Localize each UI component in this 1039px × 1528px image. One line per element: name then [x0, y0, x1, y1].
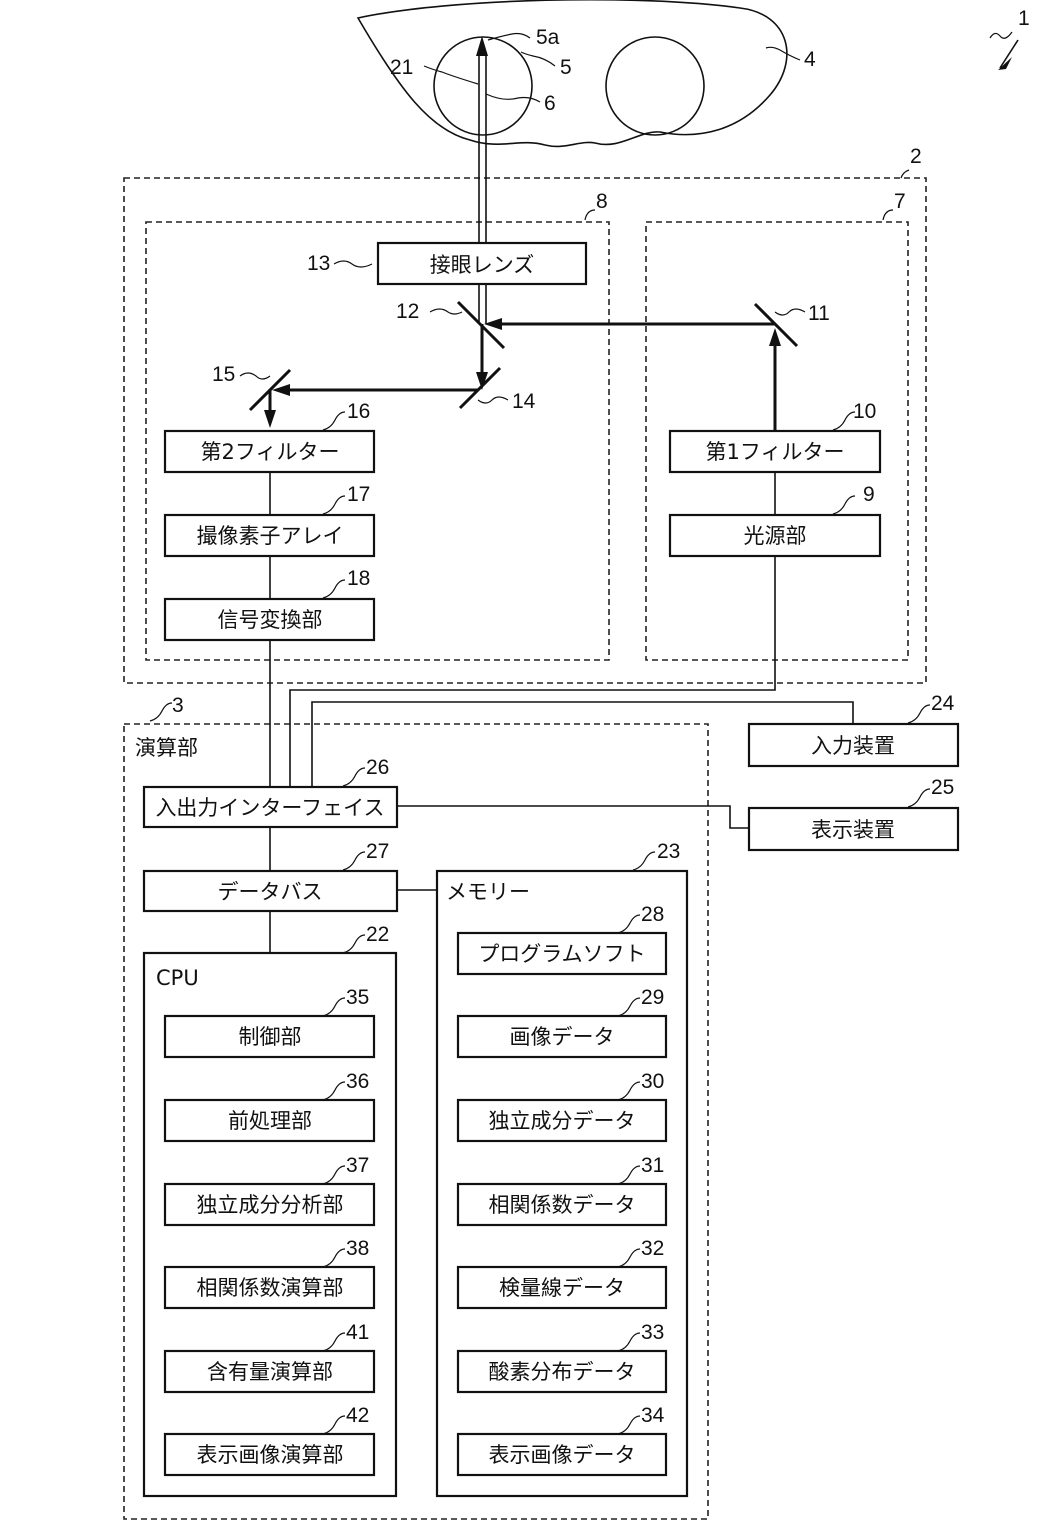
cpu-label: CPU [156, 966, 199, 990]
imgdata-label: 画像データ [510, 1025, 615, 1049]
control-label: 制御部 [239, 1025, 302, 1049]
ref-28: 28 [641, 903, 664, 926]
ref-13: 13 [307, 252, 330, 275]
ref-31: 31 [641, 1154, 664, 1177]
ref-26: 26 [366, 756, 389, 779]
ref-21: 21 [390, 56, 413, 79]
light-source-label: 光源部 [744, 524, 807, 548]
ref-37: 37 [346, 1154, 369, 1177]
data-bus-label: データバス [218, 880, 323, 904]
icdata-label: 独立成分データ [489, 1109, 636, 1133]
sensor-label: 撮像素子アレイ [197, 524, 344, 548]
ref-11: 11 [808, 302, 830, 325]
content-label: 含有量演算部 [207, 1360, 333, 1384]
eye [358, 0, 787, 146]
calibdata-label: 検量線データ [499, 1276, 625, 1300]
ref-24: 24 [931, 692, 955, 715]
ref-30: 30 [641, 1070, 664, 1093]
ref-3: 3 [172, 694, 184, 717]
ref-12: 12 [396, 300, 419, 323]
ref-34: 34 [641, 1404, 665, 1427]
ref-35: 35 [346, 986, 369, 1009]
ref-22: 22 [366, 923, 389, 946]
display-device-label: 表示装置 [811, 818, 895, 842]
ref-38: 38 [346, 1237, 369, 1260]
ref-9: 9 [863, 483, 875, 506]
ref-36: 36 [346, 1070, 369, 1093]
ref-25: 25 [931, 776, 954, 799]
ref-27: 27 [366, 840, 389, 863]
preproc-label: 前処理部 [228, 1109, 312, 1133]
dispdata-label: 表示画像データ [489, 1443, 636, 1467]
memory-label: メモリー [446, 880, 530, 904]
ref-42: 42 [346, 1404, 369, 1427]
calc-unit-label: 演算部 [135, 736, 198, 760]
ref-2: 2 [910, 145, 922, 168]
ref-6: 6 [544, 92, 556, 115]
ref-23: 23 [657, 840, 680, 863]
corrdata-label: 相関係数データ [489, 1193, 636, 1217]
ref-29: 29 [641, 986, 664, 1009]
corrcalc-label: 相関係数演算部 [197, 1276, 344, 1300]
ref-1: 1 [1018, 7, 1030, 30]
prog-label: プログラムソフト [478, 942, 645, 966]
ref-18: 18 [347, 567, 370, 590]
ica-label: 独立成分分析部 [197, 1193, 344, 1217]
ref-8: 8 [596, 190, 608, 213]
converter-label: 信号変換部 [218, 608, 323, 632]
ref-33: 33 [641, 1321, 664, 1344]
ref-5: 5 [560, 56, 572, 79]
system-arrow [1000, 40, 1018, 68]
filter2-label: 第2フィルター [201, 440, 340, 464]
io-interface-label: 入出力インターフェイス [155, 796, 384, 820]
ref-32: 32 [641, 1237, 664, 1260]
ref-16: 16 [347, 400, 370, 423]
ref-4: 4 [804, 48, 816, 71]
eyepiece-label: 接眼レンズ [430, 253, 535, 277]
eyeball-right [606, 37, 704, 135]
ref-14: 14 [512, 390, 536, 413]
o2data-label: 酸素分布データ [489, 1360, 636, 1384]
component-boxes [144, 243, 958, 1496]
input-device-label: 入力装置 [811, 734, 895, 758]
ref-41: 41 [346, 1321, 369, 1344]
ref-5a: 5a [536, 26, 560, 49]
ref-17: 17 [347, 483, 370, 506]
dispcalc-label: 表示画像演算部 [197, 1443, 344, 1467]
ref-10: 10 [853, 400, 876, 423]
filter1-label: 第1フィルター [706, 440, 845, 464]
ref-7: 7 [894, 190, 906, 213]
ref-15: 15 [212, 363, 235, 386]
